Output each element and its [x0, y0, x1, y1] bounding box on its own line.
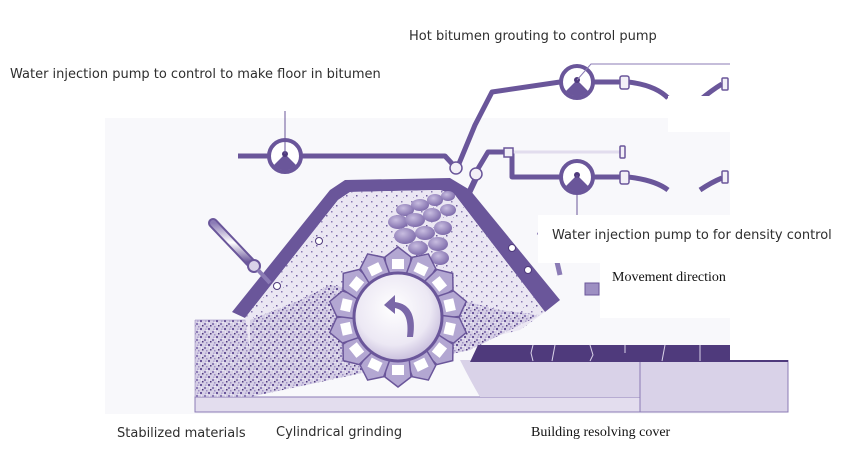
grinding-drum [328, 246, 468, 388]
label-water-pump-floor: Water injection pump to control to make … [10, 67, 381, 82]
label-hot-bitumen: Hot bitumen grouting to control pump [409, 29, 657, 44]
pipes [238, 79, 724, 197]
ground-base [194, 359, 789, 413]
label-stabilized-materials: Stabilized materials [117, 426, 246, 441]
pump-bitumen-icon [559, 63, 842, 100]
stabilized-materials [194, 319, 251, 398]
drum-body [352, 271, 444, 363]
rotation-arrow-icon [384, 295, 414, 337]
pump-floor-icon [267, 111, 303, 174]
pipe-joints [449, 75, 729, 185]
label-cylindrical-grinding: Cylindrical grinding [276, 425, 403, 440]
label-water-pump-density: Water injection pump to for density cont… [552, 228, 832, 243]
movement-direction-icon [584, 282, 600, 296]
road-cover [470, 344, 788, 362]
label-movement-direction: Movement direction [612, 270, 726, 285]
label-mask-4 [730, 60, 842, 360]
label-building-cover: Building resolving cover [531, 425, 671, 440]
pump-density-icon [559, 159, 595, 217]
label-mask-1 [668, 96, 730, 132]
bitumen-spray [388, 191, 456, 265]
hydraulic-cylinder-icon [208, 218, 272, 285]
